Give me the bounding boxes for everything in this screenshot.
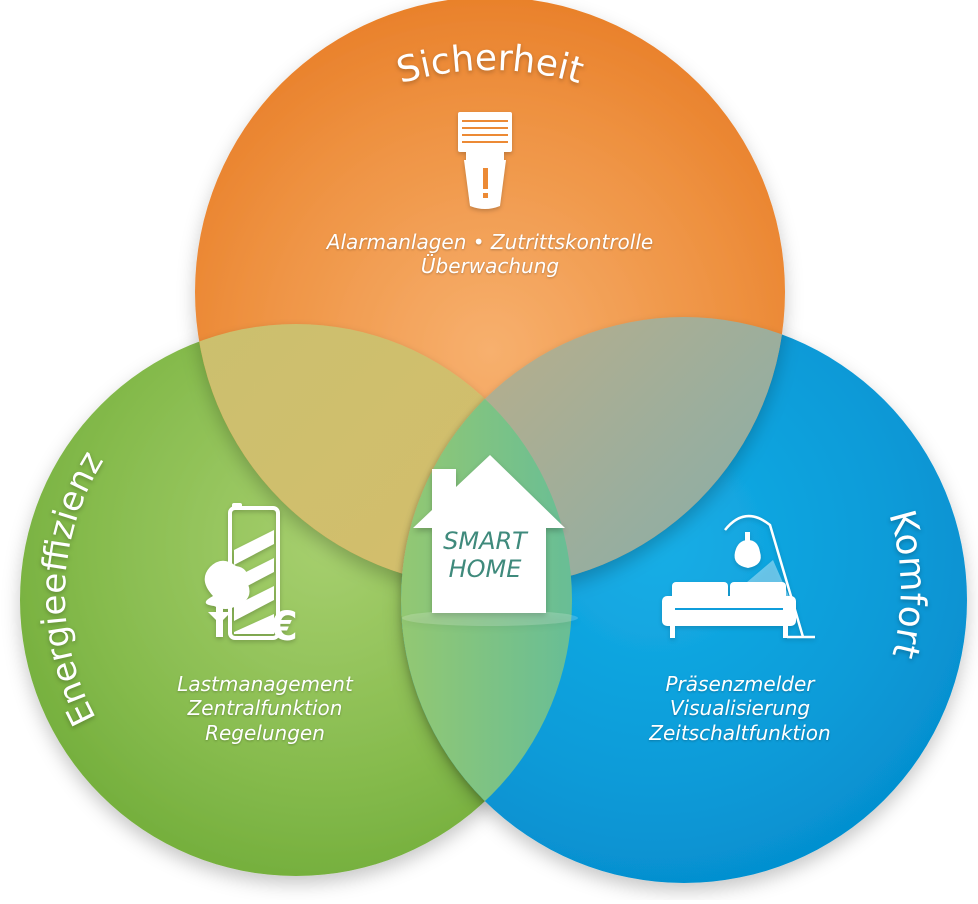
center-label: SMART HOME: [420, 527, 550, 583]
list-item: Zentralfunktion: [187, 696, 343, 721]
sicherheit-items-line1: Alarmanlagen • Zutrittskontrolle: [326, 230, 654, 254]
list-item: Lastmanagement: [177, 672, 353, 696]
list-item: Regelungen: [205, 720, 325, 745]
overlap-sicherheit-energie: [195, 324, 572, 587]
komfort-items: Präsenzmelder Visualisierung Zeitschaltf…: [590, 672, 890, 745]
battery-tree-euro-icon: €: [204, 503, 298, 650]
svg-text:€: €: [269, 604, 298, 650]
sofa-lamp-icon: [662, 515, 815, 639]
list-item: Zeitschaltfunktion: [649, 720, 831, 745]
list-item: Visualisierung: [669, 696, 811, 721]
alarm-siren-icon: [458, 112, 512, 209]
center-label-line2: HOME: [448, 554, 522, 583]
list-item: Präsenzmelder: [665, 672, 815, 696]
sicherheit-items: Alarmanlagen • Zutrittskontrolle Überwac…: [270, 230, 710, 279]
sicherheit-items-line2: Überwachung: [420, 254, 560, 279]
house-icon: [402, 455, 578, 626]
energieeffizienz-items: Lastmanagement Zentralfunktion Regelunge…: [130, 672, 400, 745]
overlap-sicherheit-komfort: [401, 317, 785, 587]
center-label-line1: SMART: [443, 527, 527, 555]
